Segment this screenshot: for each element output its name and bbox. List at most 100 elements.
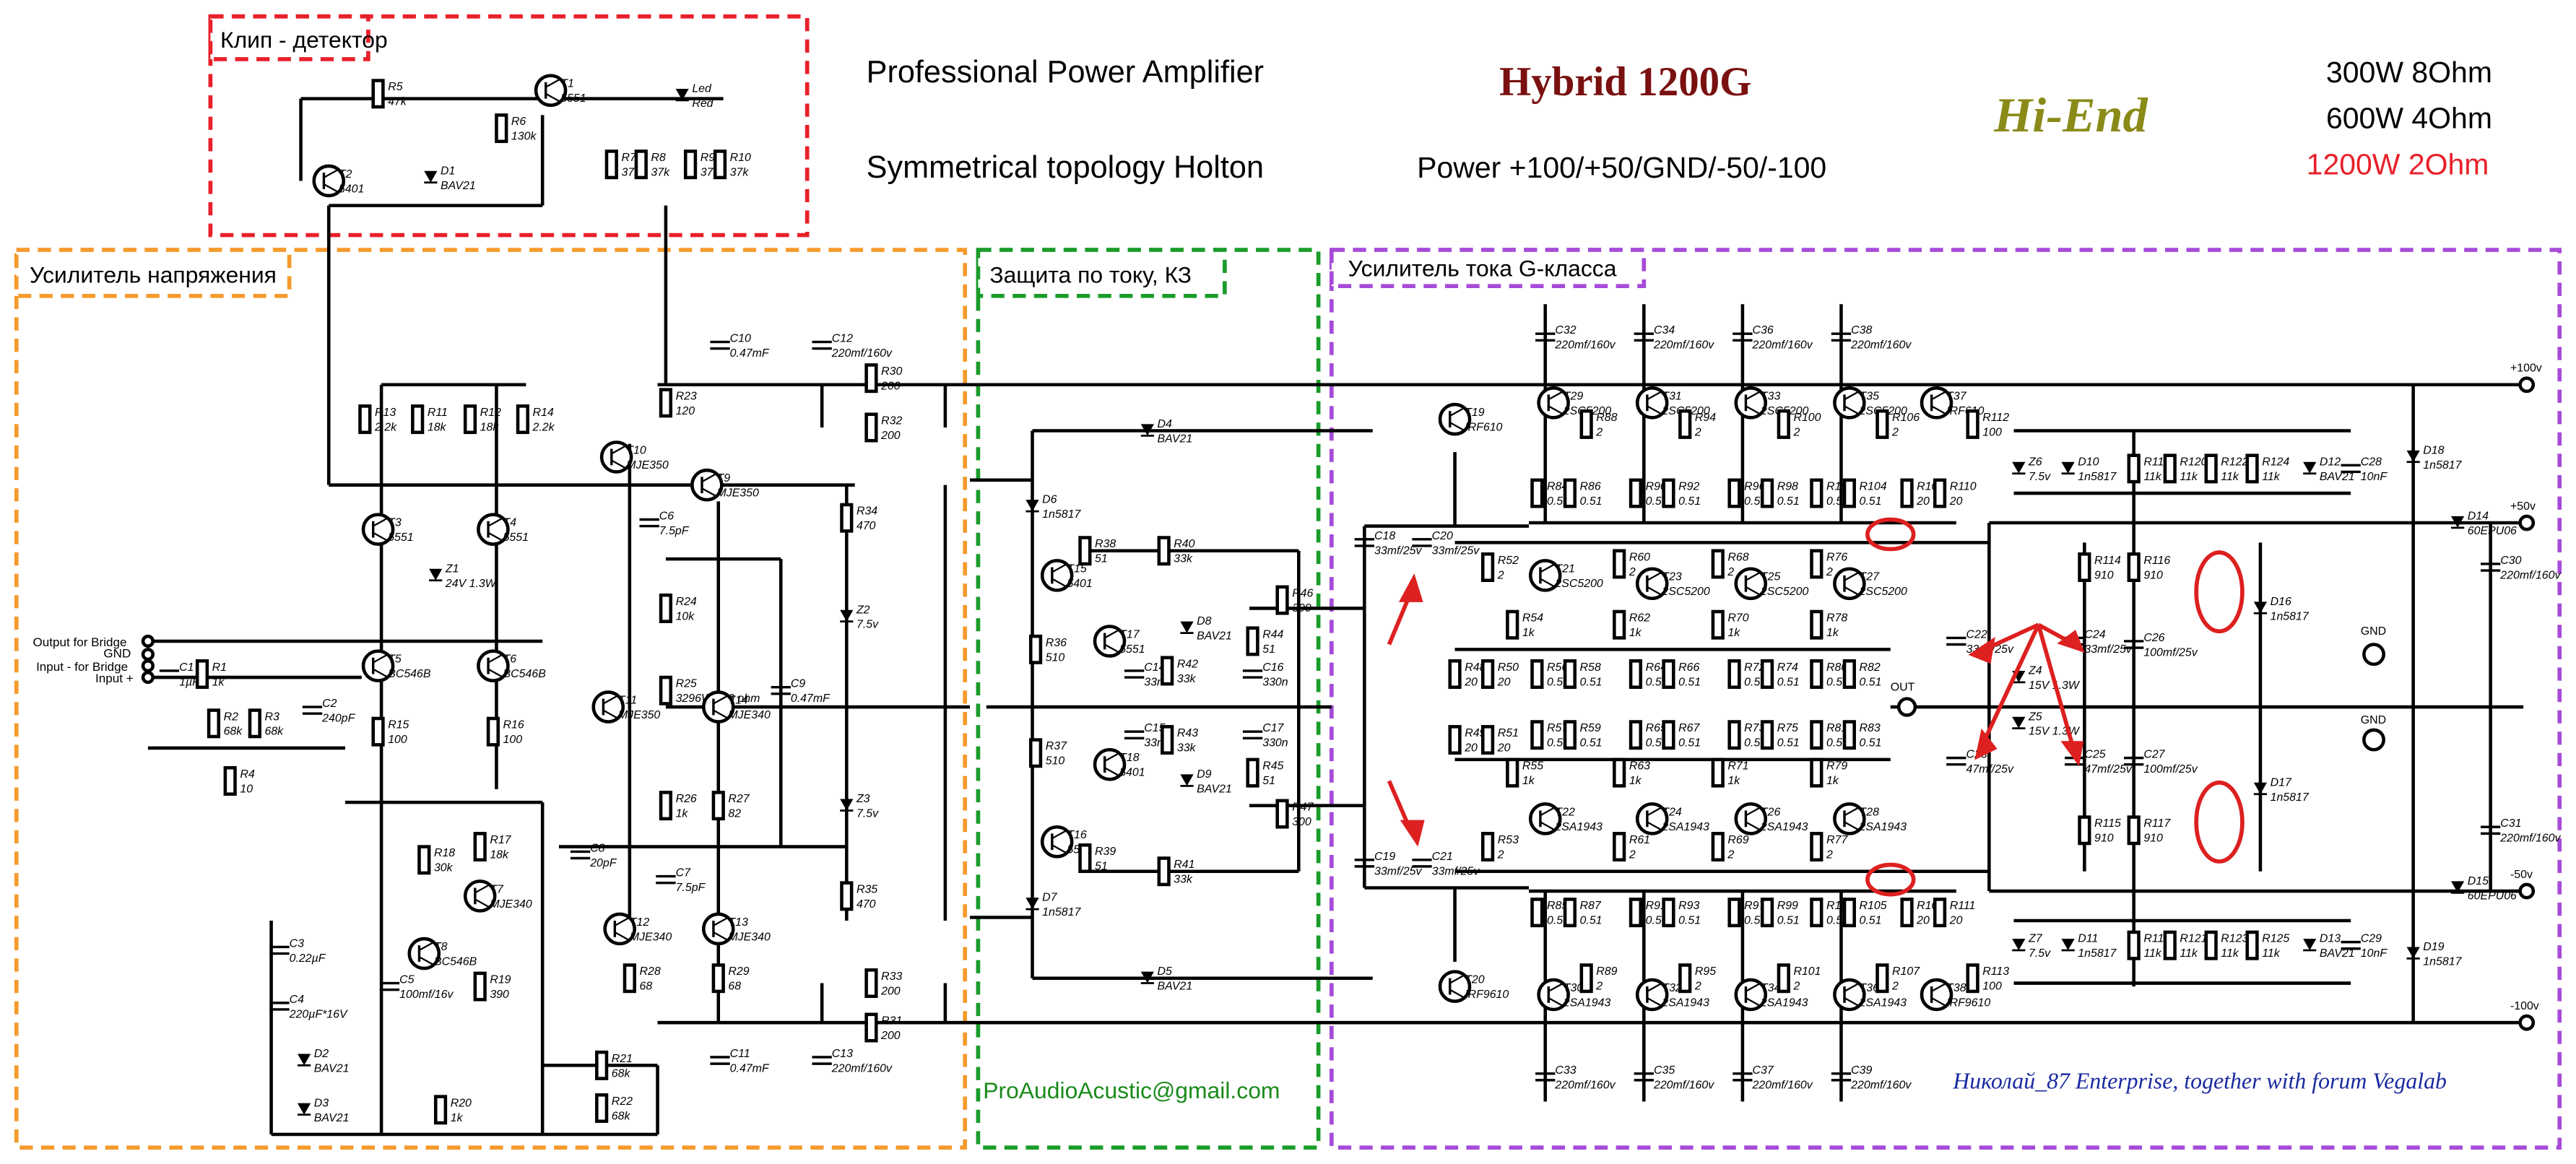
component-value: 510: [1046, 651, 1065, 664]
component-value: 1k: [1522, 627, 1535, 639]
component-ref: R110: [1950, 480, 1977, 492]
component-value: 0.51: [1860, 915, 1882, 927]
component-ref: R36: [1046, 637, 1067, 649]
component-ref: C33: [1555, 1064, 1576, 1077]
component-ref: C11: [730, 1048, 750, 1060]
component-ref: R17: [490, 834, 511, 846]
component-value: 24V 1.3W: [445, 578, 498, 590]
component-value: 20pF: [589, 857, 617, 869]
component-ref: D15: [2468, 875, 2489, 887]
component-value: 2SC5200: [1859, 586, 1908, 598]
component-value: 11k: [2143, 471, 2162, 483]
rail-label-m50: -50v: [2510, 869, 2533, 881]
component-value: 910: [2094, 833, 2114, 845]
component-ref: T8: [434, 941, 448, 953]
component-ref: R81: [1826, 722, 1847, 734]
component-value: 1k: [676, 808, 689, 820]
component-value: 2: [1694, 426, 1701, 438]
component-ref: C34: [1654, 324, 1675, 336]
component-ref: T19: [1465, 407, 1485, 419]
component-ref: R66: [1678, 661, 1699, 674]
component-value: 0.51: [1777, 915, 1800, 927]
component-value: 1n5817: [2078, 947, 2117, 960]
component-ref: R106: [1892, 412, 1920, 424]
component-ref: C25: [2084, 749, 2105, 761]
component-ref: Led: [692, 83, 712, 95]
clip-detector-frame: [208, 14, 810, 238]
component-ref: R38: [1095, 538, 1116, 550]
component-ref: T27: [1860, 571, 1881, 583]
component-value: 220mf/160v: [1653, 339, 1714, 352]
component-ref: C12: [832, 333, 853, 345]
component-ref: R120: [2180, 456, 2207, 468]
component-ref: T24: [1662, 806, 1682, 818]
component-ref: R32: [881, 414, 902, 427]
component-value: 2: [1891, 426, 1899, 438]
component-value: BAV21: [1158, 981, 1193, 993]
component-ref: R80: [1826, 661, 1847, 674]
component-value: MJE340: [728, 931, 771, 943]
component-ref: R68: [1727, 551, 1748, 563]
component-value: 470: [857, 520, 876, 532]
component-value: BAV21: [441, 180, 476, 192]
component-value: 5401: [1119, 767, 1145, 779]
component-ref: T36: [1860, 982, 1880, 994]
component-ref: R53: [1498, 834, 1519, 846]
component-c3: C30.22µF: [269, 937, 326, 965]
component-c34: C34 220mf/160v: [1634, 324, 1714, 352]
component-value: 68: [728, 981, 741, 993]
component-ref: R39: [1095, 846, 1116, 858]
component-ref: R87: [1580, 900, 1602, 912]
component-value: 1n5817: [2423, 459, 2462, 472]
component-value: 1k: [1522, 775, 1535, 787]
component-value: 2SA1943: [1554, 821, 1603, 833]
component-ref: C26: [2143, 632, 2164, 644]
component-ref: R114: [2094, 555, 2121, 567]
component-ref: T22: [1555, 806, 1575, 818]
component-ref: R84: [1547, 480, 1568, 492]
component-ref: C24: [2084, 628, 2105, 640]
component-ref: R75: [1777, 722, 1798, 734]
component-ref: T33: [1761, 390, 1781, 402]
components-layer: R547kT15551R6130kLedRedT25401D1BAV21R737…: [159, 74, 2562, 1125]
component-t22: T22 2SA1943: [1528, 802, 1603, 835]
component-ref: C16: [1262, 661, 1283, 674]
component-ref: T15: [1067, 563, 1087, 575]
component-value: 1k: [451, 1112, 464, 1124]
component-ref: R34: [857, 505, 877, 518]
component-ref: R101: [1793, 965, 1821, 978]
component-value: 1n5817: [1042, 906, 1081, 918]
component-value: 0.51: [1860, 737, 1882, 750]
component-ref: R54: [1522, 612, 1543, 625]
